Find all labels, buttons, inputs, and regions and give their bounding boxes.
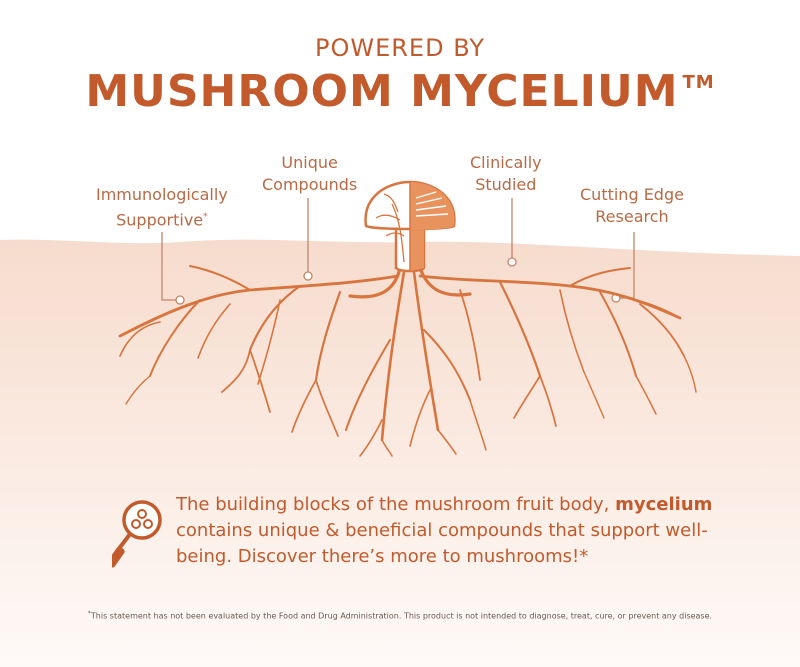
label-line-2: Studied [475,175,537,194]
mushroom-icon [364,180,456,273]
connector-dot [507,257,517,267]
label-line-2: Compounds [262,175,358,194]
label-immunologically-supportive: Immunologically Supportive* [96,184,228,231]
asterisk-mark: * [87,610,91,617]
connector-dot [175,295,185,305]
magnifier-molecule-icon [112,500,162,568]
asterisk-mark: * [579,546,589,567]
label-line-1: Cutting Edge [580,185,684,204]
label-cutting-edge-research: Cutting Edge Research [580,184,684,228]
label-line-2: Research [595,207,669,226]
headline-text: MUSHROOM MYCELIUM [85,66,679,117]
connector-cutting-edge [620,232,635,299]
label-line-1: Unique [281,153,338,172]
label-clinically-studied: Clinically Studied [470,152,542,196]
description-text: The building blocks of the mushroom frui… [176,494,713,567]
kicker-text: POWERED BY [314,34,486,62]
label-line-1: Immunologically [96,185,228,204]
connector-dot [303,271,313,281]
connector-immunologically [161,232,176,301]
callout-connectors [161,198,635,305]
label-line-1: Clinically [470,153,542,172]
mycelium-emphasis: mycelium [615,494,713,515]
label-line-2: Supportive* [116,210,208,230]
label-unique-compounds: Unique Compounds [262,152,357,196]
asterisk-mark: * [203,212,208,222]
fda-disclaimer: *This statement has not been evaluated b… [87,610,713,621]
trademark-mark: TM [682,72,715,93]
mycelium-roots [118,265,697,457]
